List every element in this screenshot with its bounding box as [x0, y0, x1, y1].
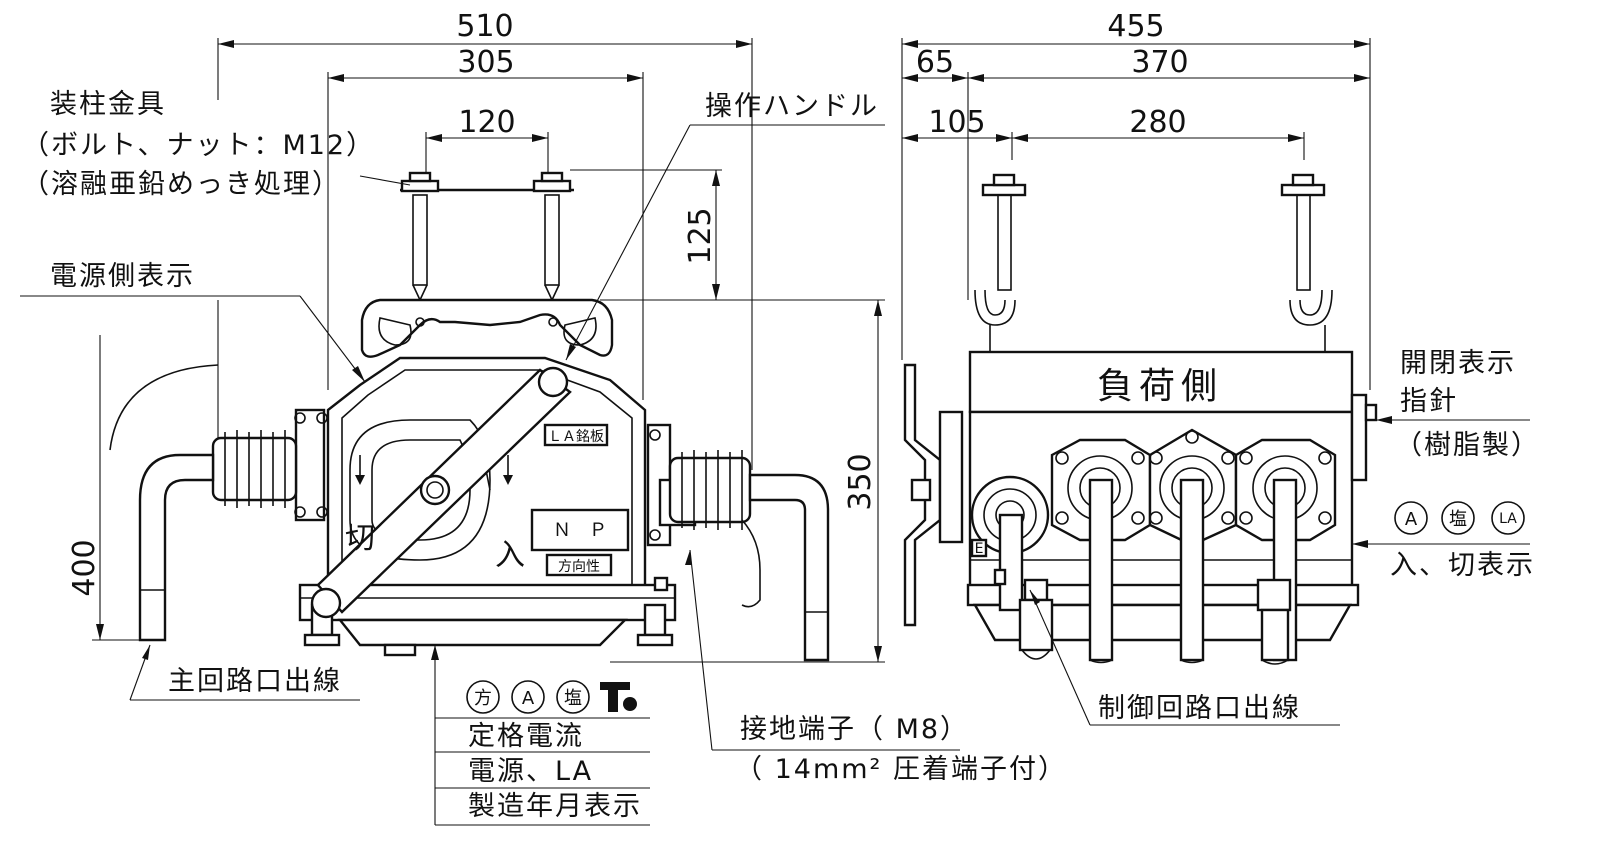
right-dimension-values: 455 65 370 105 280: [916, 9, 1189, 140]
right-mark-la: LA: [1499, 511, 1517, 527]
rating-plate-marks: 方 A 塩: [466, 680, 637, 714]
left-view-body: [109, 171, 830, 662]
right-bushing-bellows: [668, 450, 752, 530]
galvanized-label: （溶融亜鉛めっき処理）: [22, 169, 341, 200]
right-labels: 開閉表示 指針 （樹脂製） 入、切表示 制御回路口出線: [1098, 348, 1540, 724]
crimp-terminal-label: （ 14mm² 圧着端子付）: [735, 754, 1067, 785]
e-mark: E: [975, 541, 984, 557]
rating-row-1: 定格電流: [468, 721, 584, 752]
ground-terminal-label: 接地端子（ M8）: [740, 714, 969, 745]
mounting-bracket-label: 装柱金具: [50, 89, 166, 120]
right-view-body: [903, 173, 1378, 665]
right-leaders: [1029, 416, 1530, 726]
left-dimension-values: 510 305 120 125 350 400: [67, 9, 878, 597]
dim-280: 280: [1129, 105, 1186, 140]
right-view-texts: 負荷側 E: [975, 366, 1223, 557]
right-marks: A 塩 LA: [1394, 501, 1525, 535]
load-side-label: 負荷側: [1097, 366, 1223, 407]
la-plate-label: ＬＡ銘板: [548, 429, 604, 445]
left-bushing-bellows: [211, 430, 298, 508]
left-view-texts: ＬＡ銘板 Ｎ Ｐ 方向性 切 入: [345, 429, 607, 575]
control-bushings: [1050, 428, 1337, 665]
dim-350: 350: [843, 453, 878, 510]
mark-salt: 塩: [564, 688, 582, 709]
left-dimension-lines: [92, 38, 885, 663]
rating-row-2: 電源、LA: [468, 756, 593, 787]
dim-455: 455: [1107, 9, 1164, 44]
right-mark-salt: 塩: [1449, 509, 1467, 530]
main-circuit-lead-label: 主回路口出線: [168, 666, 342, 697]
dim-370: 370: [1131, 45, 1188, 80]
mark-direction: 方: [474, 688, 492, 709]
on-off-display-label: 入、切表示: [1390, 550, 1535, 581]
dim-125: 125: [683, 207, 718, 264]
bolt-nut-label: （ボルト、ナット：M12）: [22, 130, 375, 161]
right-mark-a: A: [1405, 509, 1418, 530]
resin-label: （樹脂製）: [1395, 430, 1540, 461]
dim-510: 510: [456, 9, 513, 44]
operating-handle-label: 操作ハンドル: [705, 91, 879, 122]
open-close-indicator-label-1: 開閉表示: [1400, 348, 1516, 379]
dim-105: 105: [928, 105, 985, 140]
open-close-indicator-label-2: 指針: [1400, 386, 1458, 417]
rating-row-3: 製造年月表示: [468, 791, 642, 822]
kiri-mark: 切: [345, 521, 375, 556]
np-label: Ｎ Ｐ: [553, 520, 607, 541]
logo-mark: [600, 682, 637, 712]
dim-65: 65: [916, 45, 954, 80]
left-labels: 装柱金具 （ボルト、ナット：M12） （溶融亜鉛めっき処理） 電源側表示 操作ハ…: [22, 89, 1067, 822]
directional-label: 方向性: [558, 559, 600, 575]
iri-mark: 入: [495, 538, 525, 573]
right-dimension-lines: [901, 38, 1371, 390]
dim-400: 400: [67, 539, 102, 596]
control-circuit-lead-label: 制御回路口出線: [1098, 693, 1301, 724]
left-leaders: [20, 124, 960, 826]
mark-a: A: [522, 688, 535, 709]
dim-305: 305: [457, 45, 514, 80]
power-side-display-label: 電源側表示: [50, 261, 195, 292]
dim-120: 120: [458, 105, 515, 140]
